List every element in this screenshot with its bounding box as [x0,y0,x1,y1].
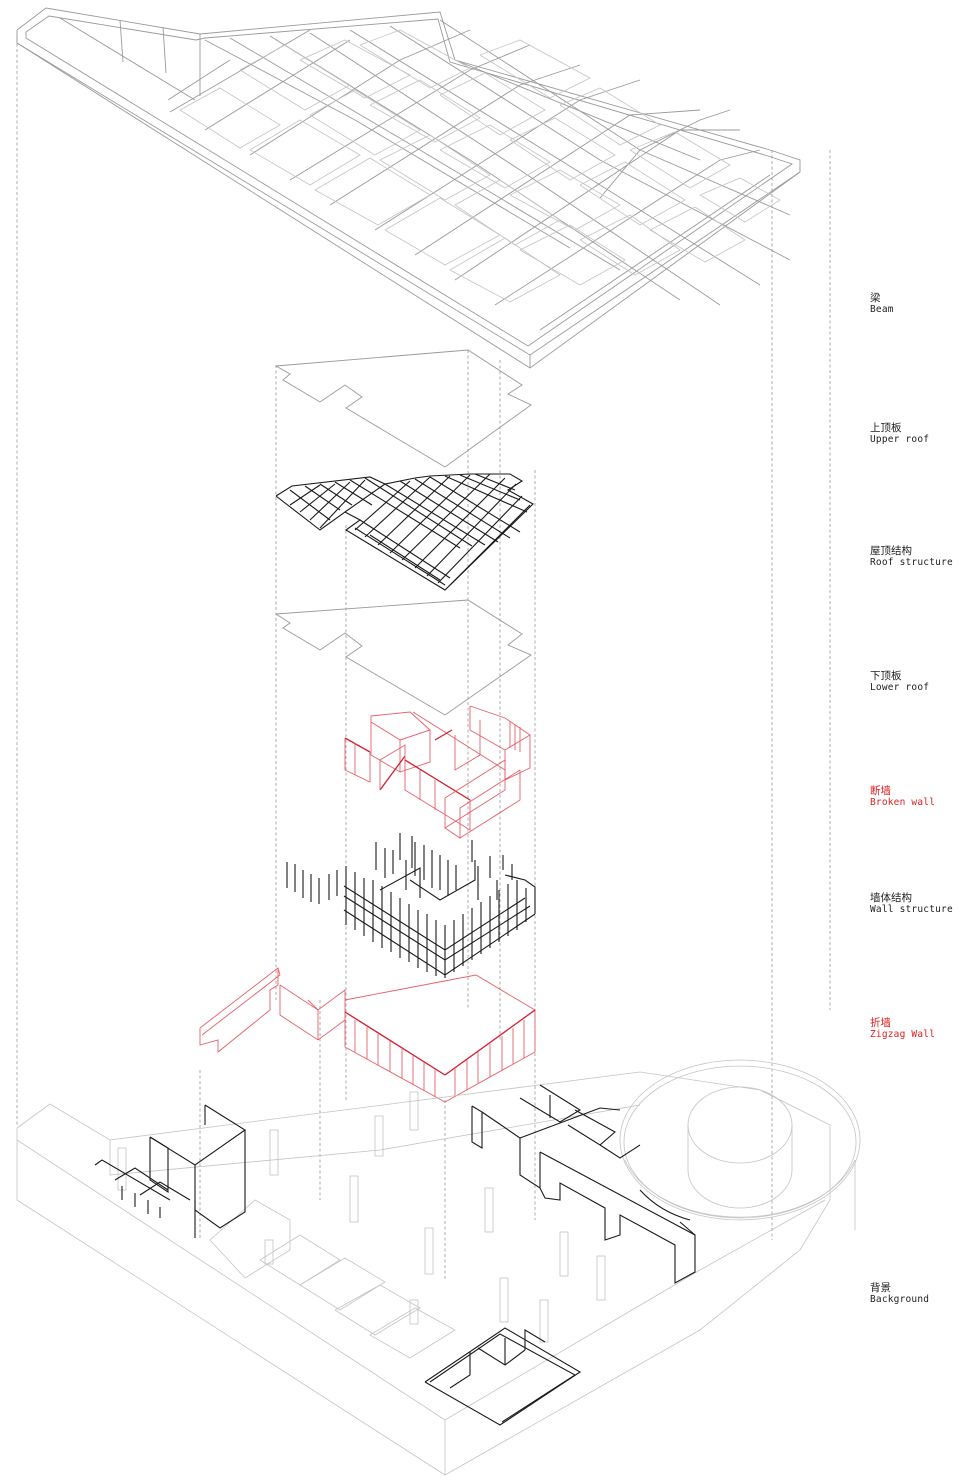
label-roof-structure: 屋顶结构 Roof structure [870,545,953,568]
zigzag-wall-layer [199,967,536,1103]
roof-structure-layer [275,473,534,591]
label-upper-roof: 上顶板 Upper roof [870,422,930,445]
label-broken-wall: 断墙 Broken wall [870,785,936,808]
upper-roof-layer [275,349,532,468]
lower-roof-layer [275,599,532,716]
label-beam: 梁 Beam [870,292,894,315]
label-lower-roof: 下顶板 Lower roof [870,670,930,693]
label-zigzag-wall: 折墙 Zigzag Wall [870,1017,936,1040]
background-layer [16,1059,861,1476]
wall-structure-layer [286,833,536,978]
beam-layer [16,7,801,369]
label-background: 背景 Background [870,1282,930,1305]
label-wall-structure: 墙体结构 Wall structure [870,892,953,915]
broken-wall-layer [344,705,531,839]
projection-lines [16,38,831,1280]
